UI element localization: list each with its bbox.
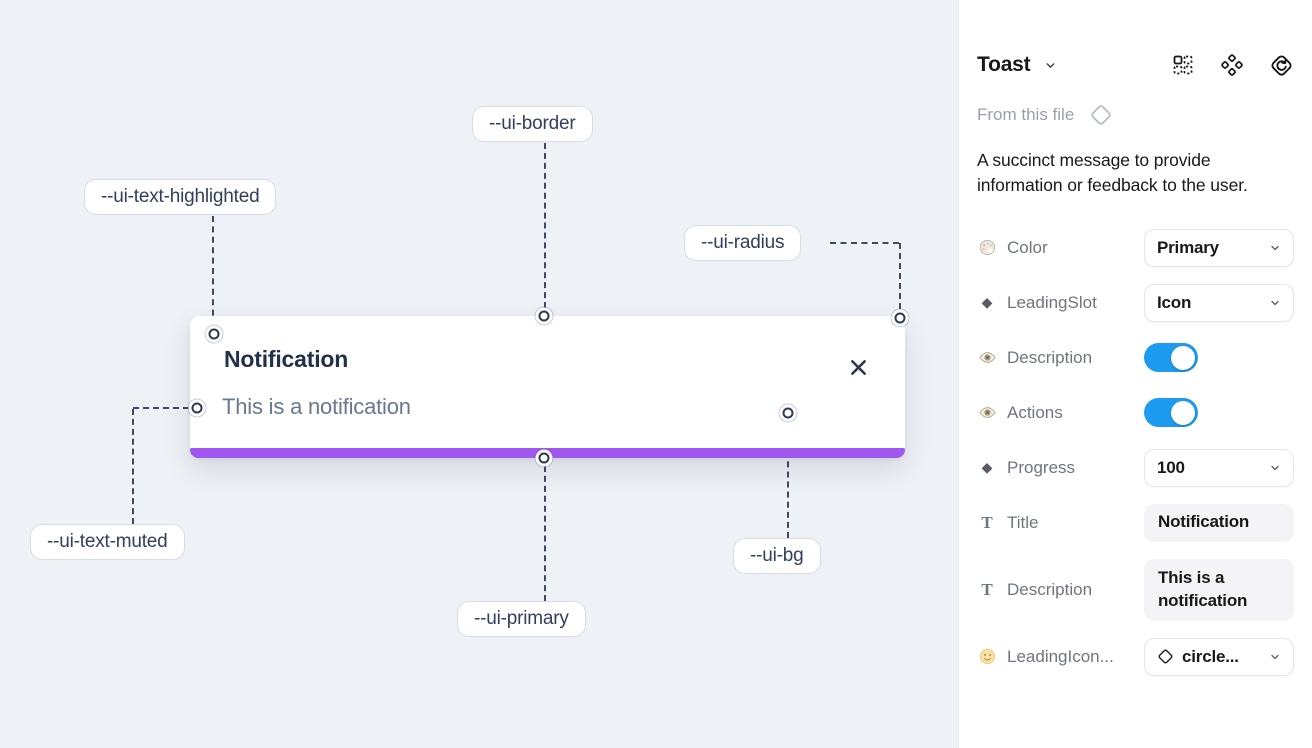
- source-row: From this file: [977, 102, 1294, 128]
- connector-line-ui-radius-v: [899, 243, 901, 309]
- prop-row-title: T Title Notification: [977, 503, 1294, 542]
- title-field[interactable]: Notification: [1144, 503, 1294, 542]
- description-field[interactable]: This is a notification: [1144, 558, 1294, 621]
- prop-row-description-toggle: Description: [977, 339, 1294, 377]
- close-button[interactable]: [845, 354, 871, 380]
- diamond-outline-icon: [1157, 648, 1174, 665]
- annotation-ui-text-highlighted: --ui-text-highlighted: [84, 179, 277, 215]
- annotation-label: --ui-bg: [750, 545, 804, 566]
- annotation-ui-primary: --ui-primary: [457, 601, 586, 637]
- panel-header: Toast: [977, 48, 1294, 82]
- prop-label-description: Description: [977, 348, 1144, 368]
- components-icon: [1221, 54, 1243, 76]
- chevron-down-icon: [1271, 245, 1279, 250]
- chevron-down-icon: [1271, 654, 1279, 659]
- component-description: A succinct message to provide informatio…: [977, 150, 1248, 196]
- connector-line-ui-bg: [787, 421, 789, 538]
- annotation-ui-bg: --ui-bg: [733, 538, 821, 574]
- prop-row-leadingicon: LeadingIcon... circle...: [977, 637, 1294, 676]
- connector-line-ui-border: [544, 143, 546, 308]
- toggle-knob: [1171, 400, 1195, 425]
- prop-label-color: Color: [977, 238, 1144, 258]
- eye-icon: [977, 403, 997, 422]
- components-button[interactable]: [1220, 53, 1244, 77]
- actions-toggle[interactable]: [1144, 398, 1198, 428]
- prop-label-leadingicon: LeadingIcon...: [977, 647, 1144, 667]
- connector-line-ui-text-highlighted: [212, 216, 214, 326]
- connector-line-ui-text-muted-h: [133, 407, 189, 409]
- prop-label-progress: ◆ Progress: [977, 458, 1144, 478]
- toast-title: Notification: [224, 346, 349, 372]
- connector-node-ui-primary: [538, 452, 550, 464]
- toast-description: This is a notification: [222, 394, 411, 419]
- reset-instance-button[interactable]: [1269, 53, 1294, 78]
- prop-row-color: Color Primary: [977, 228, 1294, 267]
- prop-label-actions: Actions: [977, 403, 1144, 423]
- leadingicon-select[interactable]: circle...: [1144, 637, 1294, 676]
- description-toggle[interactable]: [1144, 343, 1198, 373]
- properties-list: Color Primary ◆ LeadingSlot Icon: [977, 228, 1294, 693]
- annotation-label: --ui-border: [489, 113, 576, 134]
- smiley-icon: [977, 647, 997, 666]
- toast-component[interactable]: Notification This is a notification: [190, 316, 905, 458]
- prop-label-title: T Title: [977, 513, 1144, 533]
- connector-node-ui-border: [538, 310, 550, 322]
- close-icon: [850, 359, 866, 375]
- connector-line-ui-text-muted-v: [132, 409, 134, 524]
- eye-icon: [977, 348, 997, 367]
- chevron-down-icon: [1271, 300, 1279, 305]
- connector-line-ui-radius-h: [830, 242, 899, 244]
- component-title-dropdown[interactable]: [1042, 57, 1059, 74]
- progress-select[interactable]: 100: [1144, 448, 1294, 487]
- reset-instance-icon: [1271, 54, 1292, 76]
- prop-label-description-text: T Description: [977, 580, 1144, 600]
- prop-row-description-text: T Description This is a notification: [977, 558, 1294, 621]
- diamond-icon: ◆: [981, 459, 993, 476]
- swap-instance-button[interactable]: [1171, 53, 1195, 77]
- connector-node-ui-radius: [894, 312, 906, 324]
- annotation-label: --ui-radius: [701, 232, 785, 253]
- swap-instance-icon: [1173, 55, 1193, 75]
- chevron-down-icon: [1271, 465, 1279, 470]
- source-label: From this file: [977, 105, 1075, 124]
- canvas[interactable]: --ui-border --ui-text-highlighted --ui-r…: [0, 0, 958, 748]
- prop-row-progress: ◆ Progress 100: [977, 448, 1294, 487]
- prop-row-actions-toggle: Actions: [977, 394, 1294, 432]
- connector-node-ui-bg: [782, 407, 794, 419]
- color-select[interactable]: Primary: [1144, 228, 1294, 267]
- connector-node-ui-text-muted: [191, 402, 203, 414]
- diamond-icon: ◆: [981, 294, 993, 311]
- chevron-down-icon: [1046, 62, 1055, 68]
- connector-node-ui-text-highlighted: [208, 328, 220, 340]
- text-type-icon: T: [981, 579, 993, 599]
- inspector-panel: Toast: [958, 0, 1312, 748]
- connector-line-ui-primary: [544, 466, 546, 601]
- component-title: Toast: [977, 53, 1031, 76]
- annotation-label: --ui-text-muted: [47, 531, 168, 552]
- toggle-knob: [1171, 345, 1195, 370]
- annotation-label: --ui-primary: [474, 608, 569, 629]
- component-diamond-icon: [1091, 105, 1112, 125]
- annotation-ui-border: --ui-border: [472, 106, 593, 142]
- prop-label-leadingslot: ◆ LeadingSlot: [977, 293, 1144, 313]
- annotation-label: --ui-text-highlighted: [101, 186, 260, 207]
- annotation-ui-radius: --ui-radius: [684, 225, 802, 261]
- text-type-icon: T: [981, 512, 993, 532]
- annotation-ui-text-muted: --ui-text-muted: [30, 524, 185, 560]
- palette-icon: [977, 238, 997, 257]
- panel-toolbar: [1171, 53, 1294, 78]
- leadingslot-select[interactable]: Icon: [1144, 283, 1294, 322]
- prop-row-leadingslot: ◆ LeadingSlot Icon: [977, 283, 1294, 322]
